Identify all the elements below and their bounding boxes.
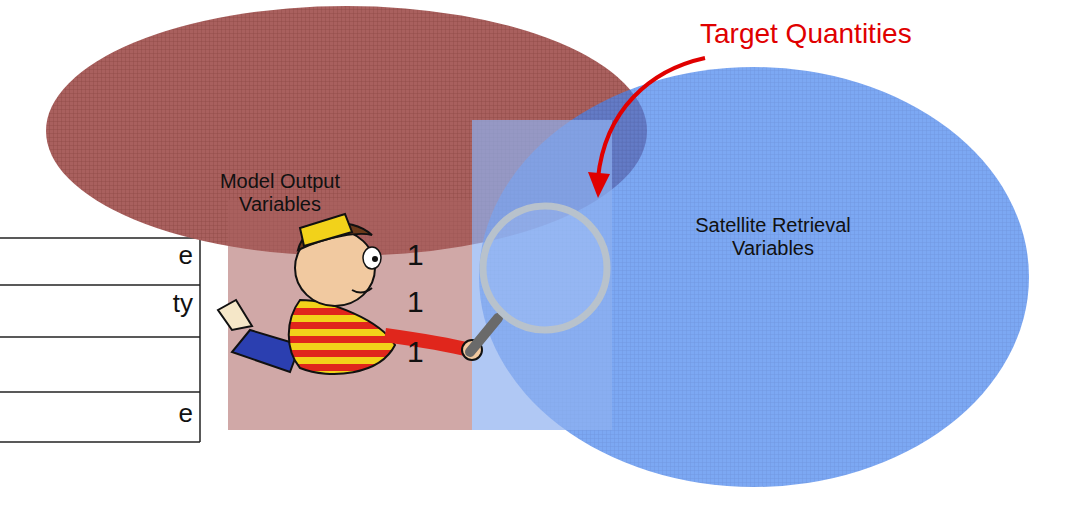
- table-number: 1: [407, 335, 424, 369]
- table-cell: e: [179, 240, 193, 271]
- table-cell: ty: [173, 288, 193, 319]
- table-number: 1: [407, 238, 424, 272]
- node-label: Satellite Retrieval Variables: [663, 214, 883, 260]
- node-label: Model Output Variables: [195, 170, 365, 216]
- target-label: Target Quantities: [700, 18, 912, 50]
- table-number: 1: [407, 285, 424, 319]
- table-cell: e: [179, 398, 193, 429]
